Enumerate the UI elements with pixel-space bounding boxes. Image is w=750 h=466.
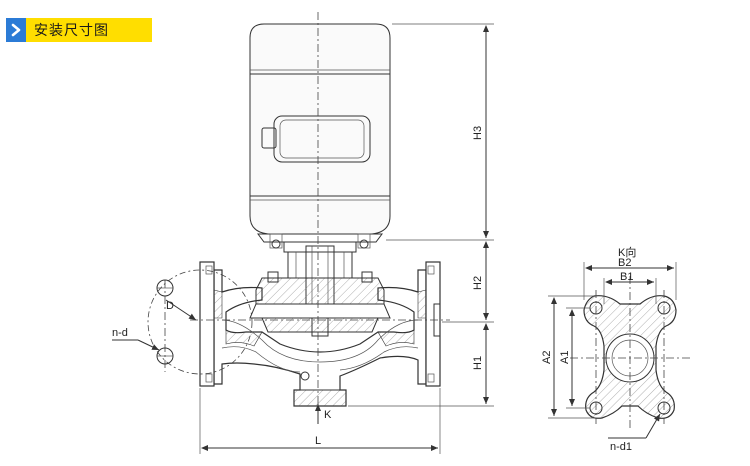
pump-front-view: [190, 12, 450, 420]
label-h3: H3: [472, 126, 484, 140]
label-n-d1: n-d1: [610, 441, 632, 453]
label-l: L: [315, 435, 321, 447]
label-k: K: [324, 409, 332, 421]
label-b2: B2: [618, 257, 631, 269]
label-b1: B1: [620, 271, 633, 283]
dimension-l: [199, 388, 441, 454]
label-h2: H2: [472, 276, 484, 290]
terminal-box: [273, 115, 371, 163]
label-a2: A2: [541, 351, 553, 364]
dimension-heights: [348, 23, 494, 407]
flange-bolt-circle: [112, 269, 253, 375]
label-n-d: n-d: [112, 327, 128, 339]
motor-housing: [249, 23, 391, 235]
label-d: D: [166, 300, 174, 312]
n-d1-leader: [608, 413, 661, 439]
dimension-a: [548, 295, 600, 419]
section-header: 安装尺寸图: [6, 18, 152, 42]
drain-plug: [300, 371, 310, 381]
label-h1: H1: [472, 356, 484, 370]
chevron-right-icon: [6, 18, 26, 42]
k-view-base: [570, 276, 690, 428]
dimension-b: [583, 262, 677, 304]
k-view-title: K向: [618, 245, 636, 259]
section-title: 安装尺寸图: [34, 23, 109, 39]
label-a1: A1: [559, 351, 571, 364]
